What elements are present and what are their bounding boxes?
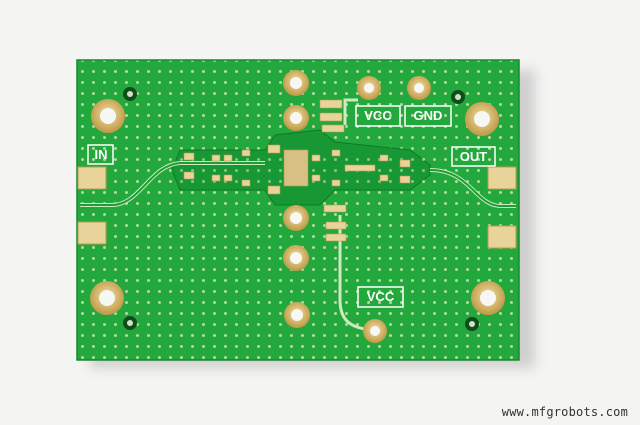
silkscreen-in-label: IN — [94, 147, 108, 162]
through-holes — [90, 70, 505, 343]
silkscreen-gnd-label: GND — [413, 108, 443, 123]
silkscreen-vcc-top-label: VCC — [364, 108, 392, 123]
silkscreen-boxes — [87, 105, 496, 308]
silkscreen-vcc-bottom-label: VCC — [366, 289, 395, 304]
edge-pads — [77, 166, 517, 249]
silkscreen-out-label: OUT — [459, 149, 488, 164]
smd-pads — [183, 99, 411, 242]
watermark: www.mfgrobots.com — [501, 405, 628, 419]
